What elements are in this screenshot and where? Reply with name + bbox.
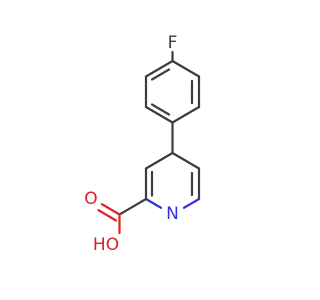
pyridine-ring	[144, 151, 201, 209]
carboxylic-acid-group	[97, 197, 148, 235]
bond	[144, 105, 174, 124]
bond	[97, 209, 118, 222]
fluorine-atom-label: F	[168, 33, 178, 53]
bond	[150, 68, 171, 81]
bond	[100, 203, 121, 216]
fluorophenyl-ring	[144, 59, 201, 124]
bond	[118, 197, 148, 216]
bond	[150, 103, 171, 116]
bond	[144, 197, 163, 209]
bond	[144, 151, 174, 170]
carbonyl-oxygen-label: O	[84, 189, 97, 209]
molecule-structure: F N O HO	[84, 33, 201, 255]
bond	[182, 197, 201, 209]
nitrogen-atom-label: N	[166, 204, 179, 224]
hydroxyl-label: HO	[93, 235, 119, 255]
bond	[171, 151, 201, 170]
bond	[171, 59, 201, 78]
bond	[171, 105, 201, 124]
bond	[144, 59, 174, 78]
